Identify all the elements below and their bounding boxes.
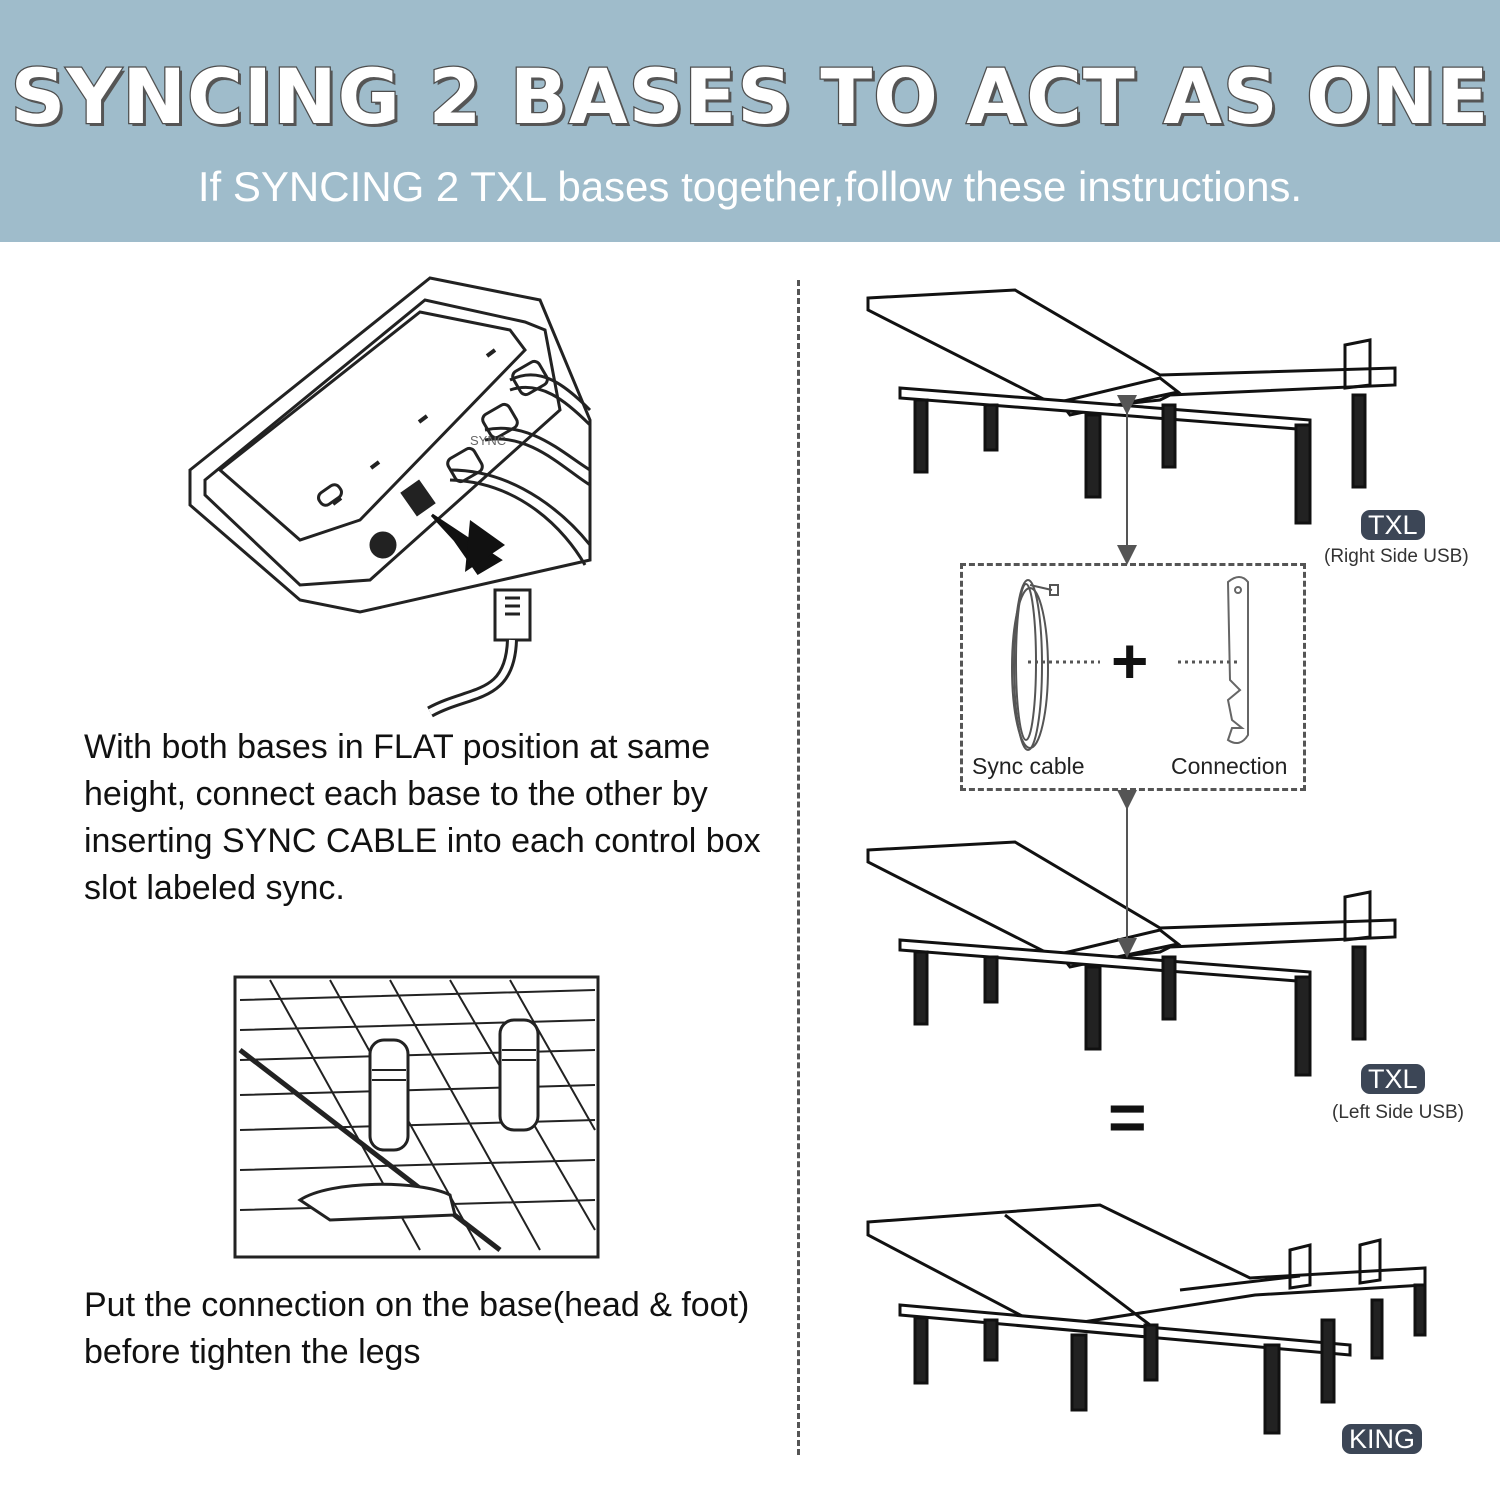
king-base xyxy=(866,1203,1427,1435)
king-badge: KING xyxy=(1342,1424,1423,1454)
txl-badge-bottom: TXL xyxy=(1361,1064,1425,1094)
txl-base-left-usb xyxy=(866,840,1397,1077)
control-box-illustration xyxy=(188,276,592,718)
left-side-usb-note: (Left Side USB) xyxy=(1332,1102,1464,1123)
step2-instruction: Put the connection on the base(head & fo… xyxy=(84,1286,750,1371)
txl-badge-top: TXL xyxy=(1361,510,1425,540)
sync-port-label: SYNC xyxy=(470,433,506,448)
plus-sign: + xyxy=(1111,625,1149,697)
connection-label: Connection xyxy=(1171,753,1288,779)
column-divider xyxy=(797,280,800,1455)
connection-bracket-icon xyxy=(1226,576,1249,745)
step1-instruction: With both bases in FLAT position at same… xyxy=(84,728,761,907)
txl-base-right-usb xyxy=(866,288,1397,525)
frame-connection-illustration xyxy=(233,975,600,1259)
sync-kit-box xyxy=(960,563,1306,791)
right-side-usb-note: (Right Side USB) xyxy=(1324,546,1469,567)
page-title: SYNCING 2 BASES TO ACT AS ONE xyxy=(9,51,1490,143)
equals-sign: = xyxy=(1108,1080,1147,1154)
page-subtitle: If SYNCING 2 TXL bases together,follow t… xyxy=(197,163,1303,210)
header-banner xyxy=(0,0,1500,242)
sync-cable-label: Sync cable xyxy=(972,753,1085,779)
